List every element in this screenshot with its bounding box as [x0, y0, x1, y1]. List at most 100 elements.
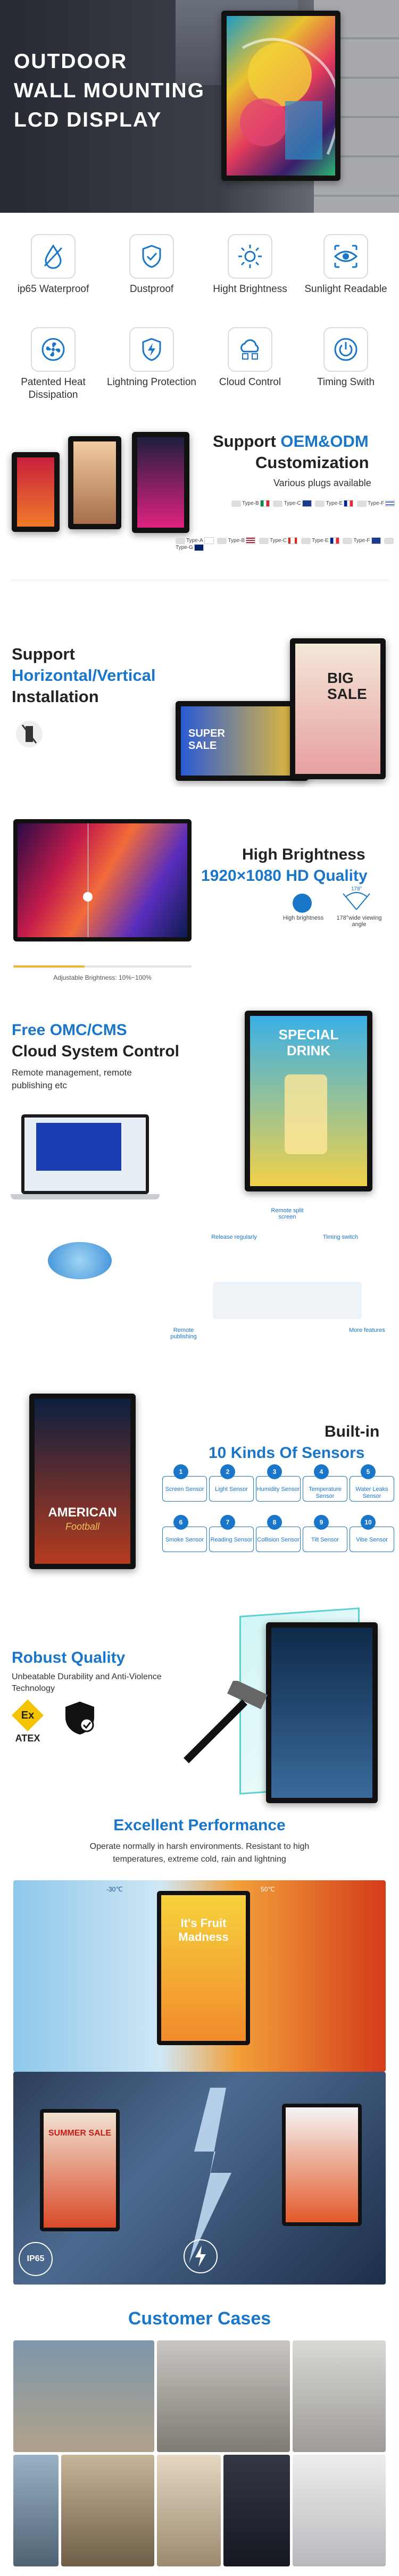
installation-section: Support Horizontal/Vertical Installation…: [0, 617, 399, 787]
sensor-card: Light Sensor: [209, 1476, 254, 1502]
viewing-angle-icon: [343, 892, 370, 910]
oem-device-screen: [137, 437, 184, 528]
laptop-screen: [24, 1118, 146, 1191]
sensor-card: Collision Sensor: [256, 1527, 301, 1552]
install-line1: Support: [12, 645, 75, 663]
feature-lightning-protection: Lightning Protection: [106, 316, 197, 407]
sensor-number: 10: [361, 1515, 376, 1530]
cloud-icon: [228, 327, 272, 372]
angle-value: 178°: [351, 886, 362, 892]
brightness-slider-fill: [13, 965, 85, 968]
oem-device-screen: [73, 441, 116, 524]
horizontal-screen: SUPER SALE: [181, 706, 303, 776]
performance-device-2: SUMMER SALE: [40, 2109, 120, 2231]
hero-display-device: [221, 11, 340, 181]
temp-hot: 50℃: [261, 1886, 275, 1893]
eye-icon: [323, 234, 368, 279]
plug-type-label: Type-B: [228, 538, 245, 544]
sensor-card: Humidity Sensor: [256, 1476, 301, 1502]
sensor-card: Screen Sensor: [162, 1476, 207, 1502]
sensors-title1: Built-in: [325, 1423, 380, 1440]
plug-icon: [343, 537, 353, 544]
feature-label: Cloud Control: [219, 377, 281, 388]
power-icon: [323, 327, 368, 372]
plug-row-2: Type-A Type-B Type-C Type-E Type-F Type-…: [176, 537, 399, 551]
cms-desc: Remote management, remote publishing etc: [12, 1068, 132, 1090]
oem-device-screen: [17, 457, 54, 527]
cms-device: SPECIAL DRINK: [245, 1011, 372, 1191]
plug-icon: [259, 537, 269, 544]
laptop-window: [36, 1123, 121, 1171]
flag-icon: [371, 537, 381, 544]
feature-label: Timing Swith: [317, 377, 375, 388]
performance-screen-1: It's Fruit Madness: [161, 1895, 246, 2041]
sun-icon: [228, 234, 272, 279]
oem-device-1: [12, 452, 60, 532]
sensor-card: Temperature Sensor: [303, 1476, 347, 1502]
sensor-number: 8: [267, 1515, 282, 1530]
feature-waterproof: ip65 Waterproof: [8, 223, 98, 314]
case-photo: [157, 2455, 221, 2566]
plug-icon: [301, 537, 311, 544]
sensor-number: 4: [314, 1464, 329, 1479]
robust-device: [266, 1622, 378, 1803]
oem-device-2: [68, 436, 121, 529]
cms-node: Remote split screen: [271, 1207, 304, 1220]
plug-type-label: Type-B: [242, 501, 259, 507]
laptop: [21, 1114, 149, 1194]
cms-node: Remote publishing: [170, 1327, 197, 1340]
brightness-section: High Brightness 1920×1080 HD Quality Hig…: [0, 787, 399, 1000]
case-photo: [13, 2455, 59, 2566]
oem-title-line2: Customization: [255, 453, 369, 472]
flag-icon: [260, 500, 270, 507]
cases-section: Customer Cases: [0, 2303, 399, 2576]
case-photo: [293, 2455, 386, 2566]
robust-title: Robust Quality: [12, 1649, 126, 1666]
robust-section: Robust Quality Unbeatable Durability and…: [0, 1590, 399, 1814]
sensor-number: 6: [173, 1515, 188, 1530]
storm-scene: SUMMER SALE IP65: [13, 2072, 386, 2285]
plug-type-label: Type-G: [176, 545, 193, 551]
plug-type-label: Type-F: [367, 501, 385, 507]
vertical-screen-text: BIG SALE: [327, 670, 367, 702]
hero-screen-art: [240, 38, 335, 160]
badge-high-brightness: High brightness: [282, 915, 324, 921]
brightness-subtitle: 1920×1080 HD Quality: [201, 867, 368, 885]
case-photo: [13, 2340, 154, 2452]
cms-screen: SPECIAL DRINK: [250, 1016, 367, 1186]
sensors-title2: 10 Kinds Of Sensors: [209, 1444, 365, 1462]
feature-dustproof: Dustproof: [106, 223, 197, 314]
comparison-handle[interactable]: [83, 892, 93, 902]
oem-subtitle: Various plugs available: [273, 478, 371, 488]
case-photo: [157, 2340, 290, 2452]
performance-section: Excellent Performance Operate normally i…: [0, 1814, 399, 2303]
plug-type-label: Type-E: [326, 501, 343, 507]
plug-row-1: Type-B Type-C Type-E Type-F: [231, 500, 397, 507]
sensor-screen-text2: Football: [65, 1521, 100, 1532]
plug-icon: [176, 537, 185, 544]
cms-screen-text: SPECIAL DRINK: [278, 1027, 339, 1058]
oem-title: Support OEM&ODM: [213, 431, 369, 452]
device-cluster: [213, 1282, 362, 1319]
hero-title-line: WALL MOUNTING: [14, 79, 205, 102]
hero-section: OUTDOOR WALL MOUNTING LCD DISPLAY: [0, 0, 399, 213]
brightness-screen: [18, 823, 187, 937]
sensor-device: AMERICAN Football: [29, 1394, 136, 1569]
plug-type-label: Type-F: [353, 538, 370, 544]
high-brightness-icon: [293, 894, 312, 913]
sensors-section: AMERICAN Football Built-in 10 Kinds Of S…: [0, 1372, 399, 1590]
sensor-card: Tilt Sensor: [303, 1527, 347, 1552]
flag-icon: [194, 544, 204, 551]
ip65-badge: IP65: [19, 2242, 53, 2276]
feature-timing-switch: Timing Swith: [301, 316, 391, 407]
plug-icon: [315, 500, 325, 507]
water-drop-icon: [31, 234, 76, 279]
brightness-slider-track[interactable]: [13, 965, 192, 968]
feature-label: Lightning Protection: [107, 377, 196, 388]
features-section: ip65 Waterproof Dustproof Hight Brightne…: [0, 213, 399, 420]
install-line3: Installation: [12, 687, 99, 706]
sensor-number: 7: [220, 1515, 235, 1530]
sensor-number: 3: [267, 1464, 282, 1479]
feature-label: Sunlight Readable: [304, 284, 387, 295]
flag-icon: [302, 500, 312, 507]
